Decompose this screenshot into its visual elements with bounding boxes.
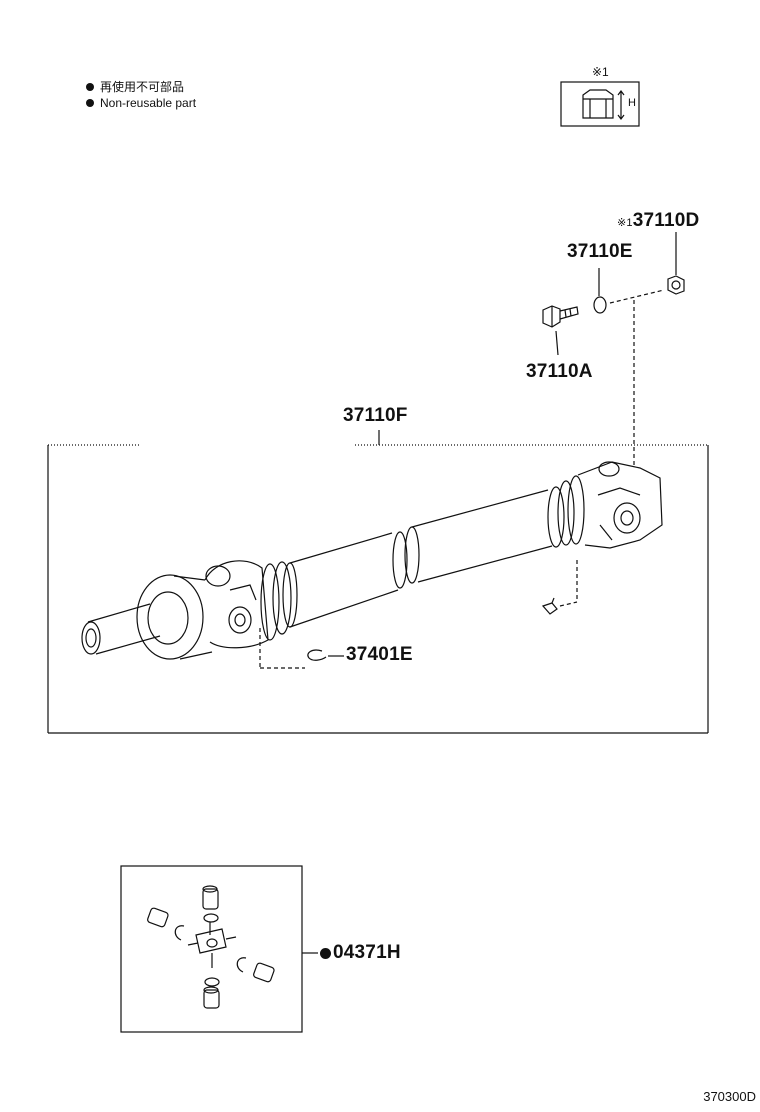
non-reusable-dot-icon [86, 99, 94, 107]
part-37110E[interactable]: 37110E [567, 241, 633, 262]
propeller-shaft-icon [81, 461, 663, 660]
diagram-id: 370300D [703, 1089, 756, 1104]
non-reusable-dot-icon [320, 947, 331, 959]
part-37110D-label: 37110D [632, 210, 700, 231]
snap-ring-icon [307, 649, 344, 661]
grease-fitting-icon [541, 597, 558, 615]
part-37110F[interactable]: 37110F [343, 405, 408, 426]
legend-jp: 再使用不可部品 [86, 80, 184, 94]
legend-jp-label: 再使用不可部品 [100, 80, 185, 94]
note-box [560, 81, 640, 127]
part-37110D[interactable]: ※137110D [617, 210, 699, 232]
note-mark: ※1 [592, 65, 609, 79]
legend-en: Non-reusable part [86, 96, 196, 110]
non-reusable-dot-icon [86, 83, 94, 91]
assembly-guide-lines [259, 289, 665, 669]
note-dimension-label: H [628, 97, 636, 109]
washer-icon [593, 268, 607, 314]
nut-icon [667, 232, 685, 295]
part-04371H-label: 04371H [333, 942, 401, 963]
part-37110A[interactable]: 37110A [526, 361, 593, 382]
bolt-icon [542, 305, 579, 356]
assembly-frame [47, 430, 709, 734]
universal-joint-spider-icon [147, 885, 275, 1009]
legend-en-label: Non-reusable part [100, 96, 197, 110]
nut-height-icon [582, 89, 625, 120]
part-37401E[interactable]: 37401E [346, 644, 413, 665]
part-04371H[interactable]: 04371H [320, 942, 401, 964]
spider-kit-box [120, 865, 303, 1033]
part-37110D-mark: ※1 [617, 217, 633, 229]
